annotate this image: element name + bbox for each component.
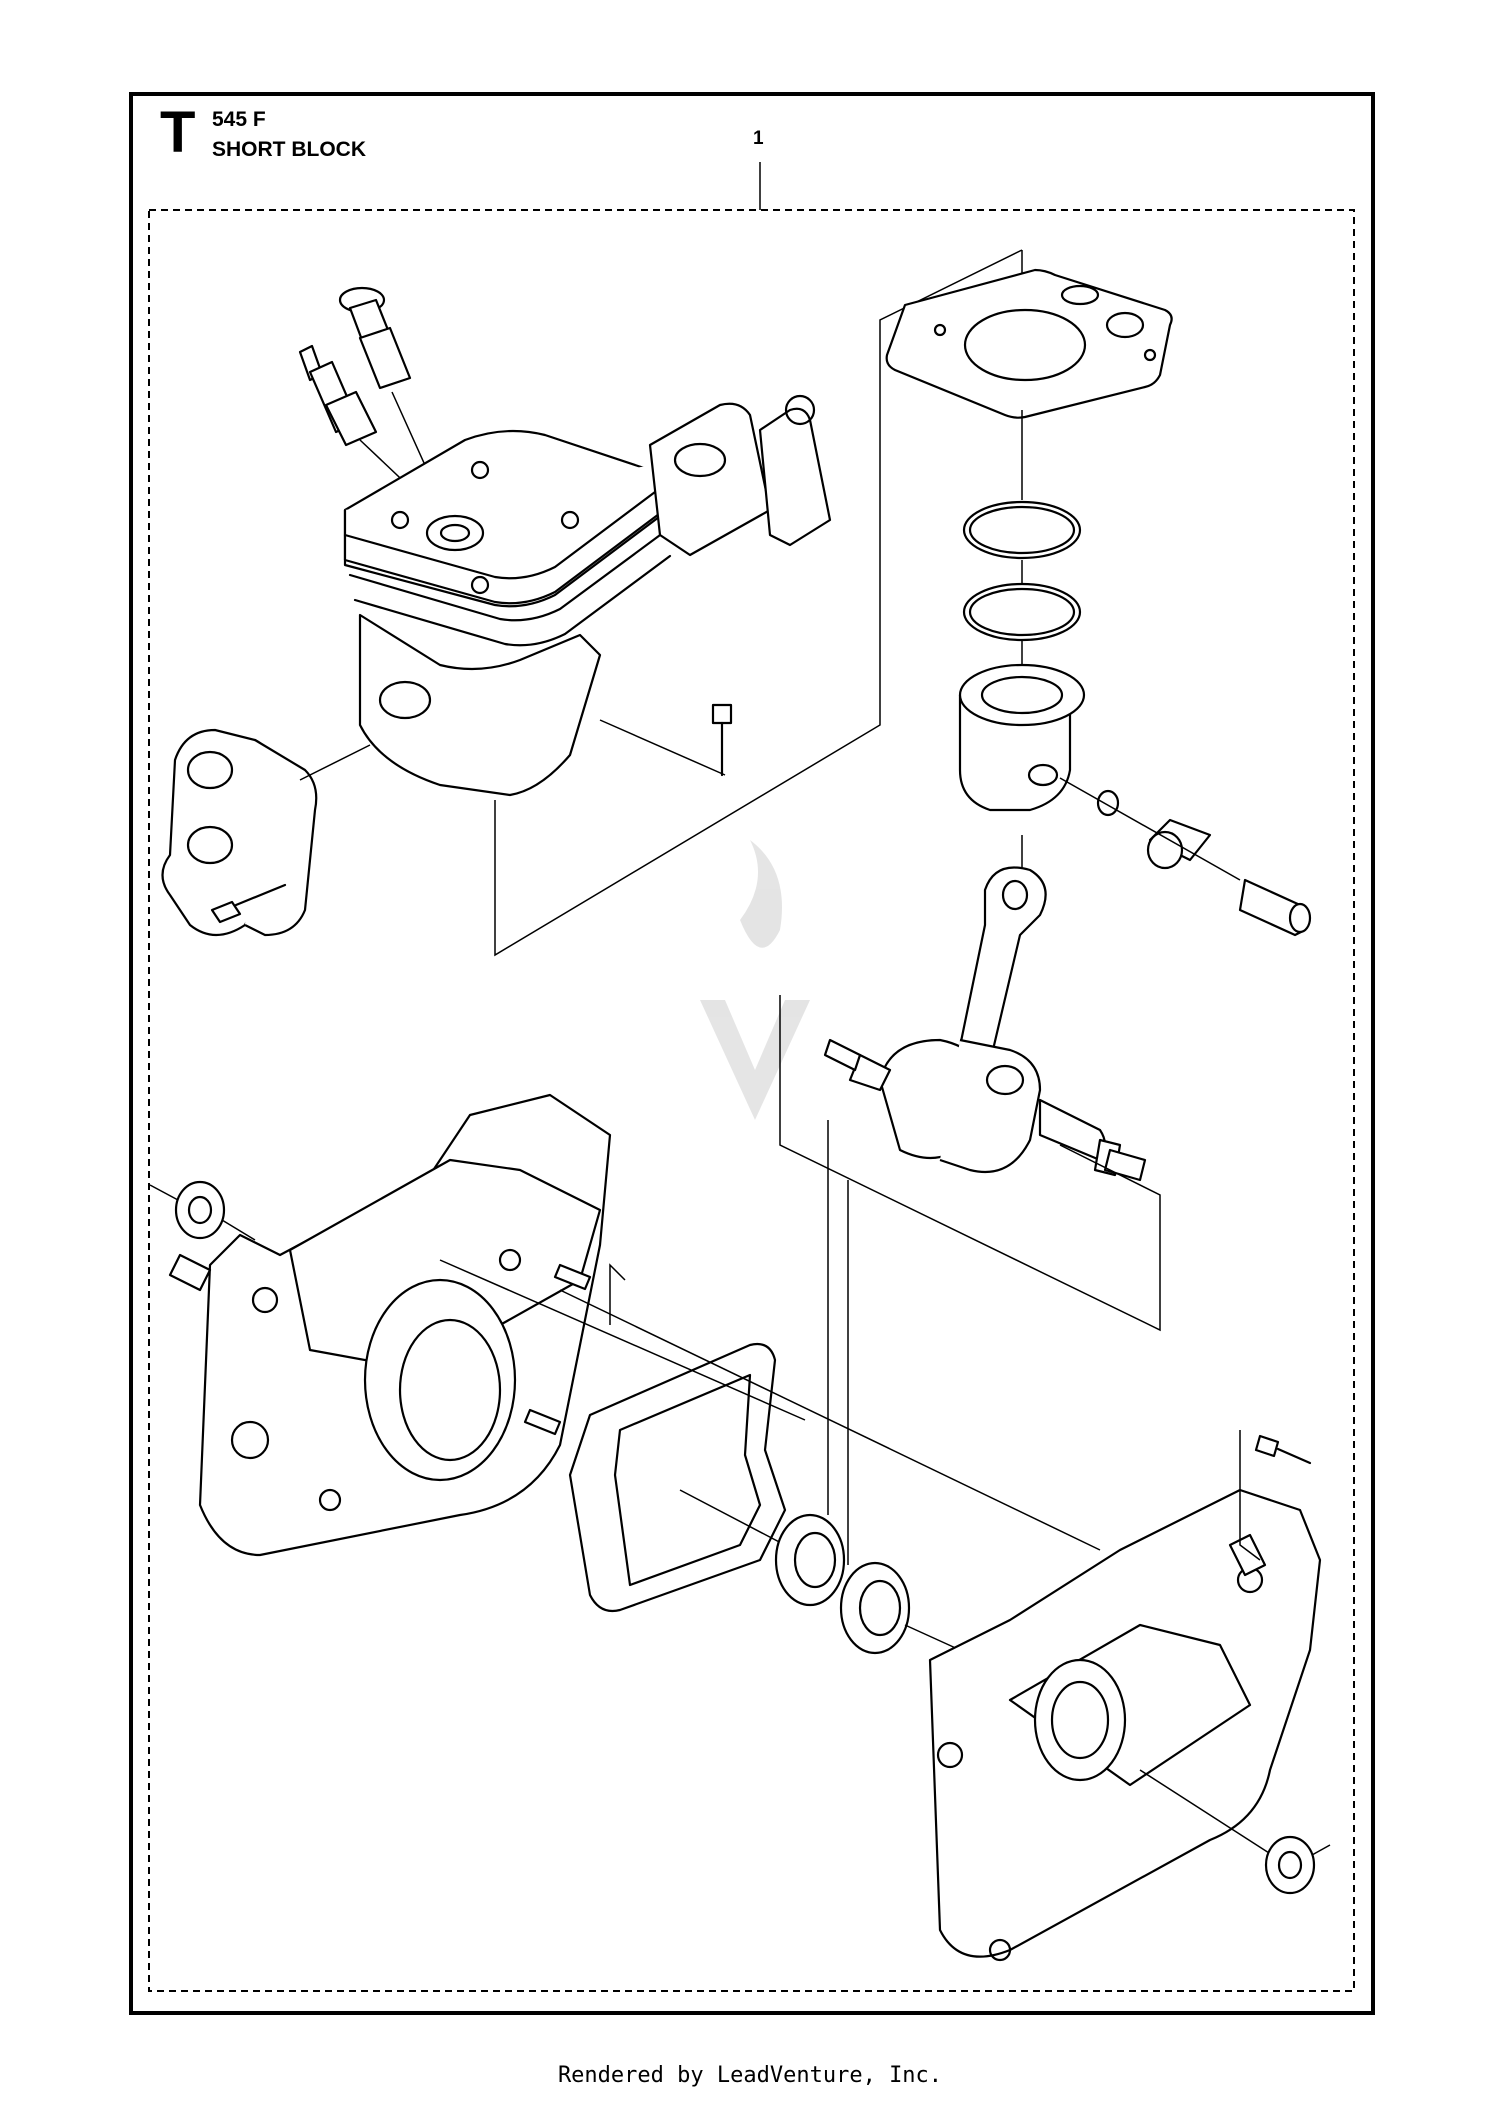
piston-ring-2[interactable]: [962, 560, 1082, 642]
leader-lines-crank: [779, 995, 1161, 1332]
piston-pin[interactable]: [1238, 878, 1312, 937]
callout-1[interactable]: 1: [753, 128, 764, 149]
model-number: 545 F: [212, 108, 266, 131]
intake-flange[interactable]: [161, 728, 371, 937]
cylinder-gasket[interactable]: [885, 268, 1173, 500]
cylinder-screw[interactable]: [711, 703, 733, 777]
crankcase-left[interactable]: [168, 1093, 612, 1557]
piston-ring-1[interactable]: [962, 500, 1082, 560]
footer-credit: Rendered by LeadVenture, Inc.: [557, 2063, 943, 2088]
crankcase-right[interactable]: [928, 1488, 1322, 1962]
piston[interactable]: [958, 640, 1086, 812]
seal-left[interactable]: [149, 1180, 256, 1241]
watermark-logo: [700, 840, 810, 1120]
main-bearing-left[interactable]: [774, 1120, 846, 1607]
main-bearing-right[interactable]: [839, 1180, 961, 1655]
decompression-valve[interactable]: [338, 286, 453, 526]
crankcase-screw[interactable]: [1239, 1430, 1312, 1561]
flange-screw[interactable]: [210, 883, 287, 924]
crankcase-gasket[interactable]: [568, 1342, 787, 1613]
needle-bearing[interactable]: [1059, 777, 1241, 881]
dowel-pin-2[interactable]: [523, 1408, 562, 1436]
cylinder[interactable]: [343, 429, 726, 797]
seal-right[interactable]: [1264, 1835, 1331, 1895]
diagram-frame: [129, 92, 1375, 2015]
exhaust-gasket[interactable]: [648, 394, 832, 557]
diagram-title: SHORT BLOCK: [212, 138, 366, 161]
section-letter: T: [160, 100, 196, 165]
kit-boundary: [148, 162, 1355, 1992]
leader-lines-case: [439, 1259, 1101, 1551]
piston-circlip[interactable]: [1096, 789, 1120, 817]
crankshaft[interactable]: [823, 835, 1147, 1182]
dowel-pin-1[interactable]: [553, 1263, 626, 1325]
